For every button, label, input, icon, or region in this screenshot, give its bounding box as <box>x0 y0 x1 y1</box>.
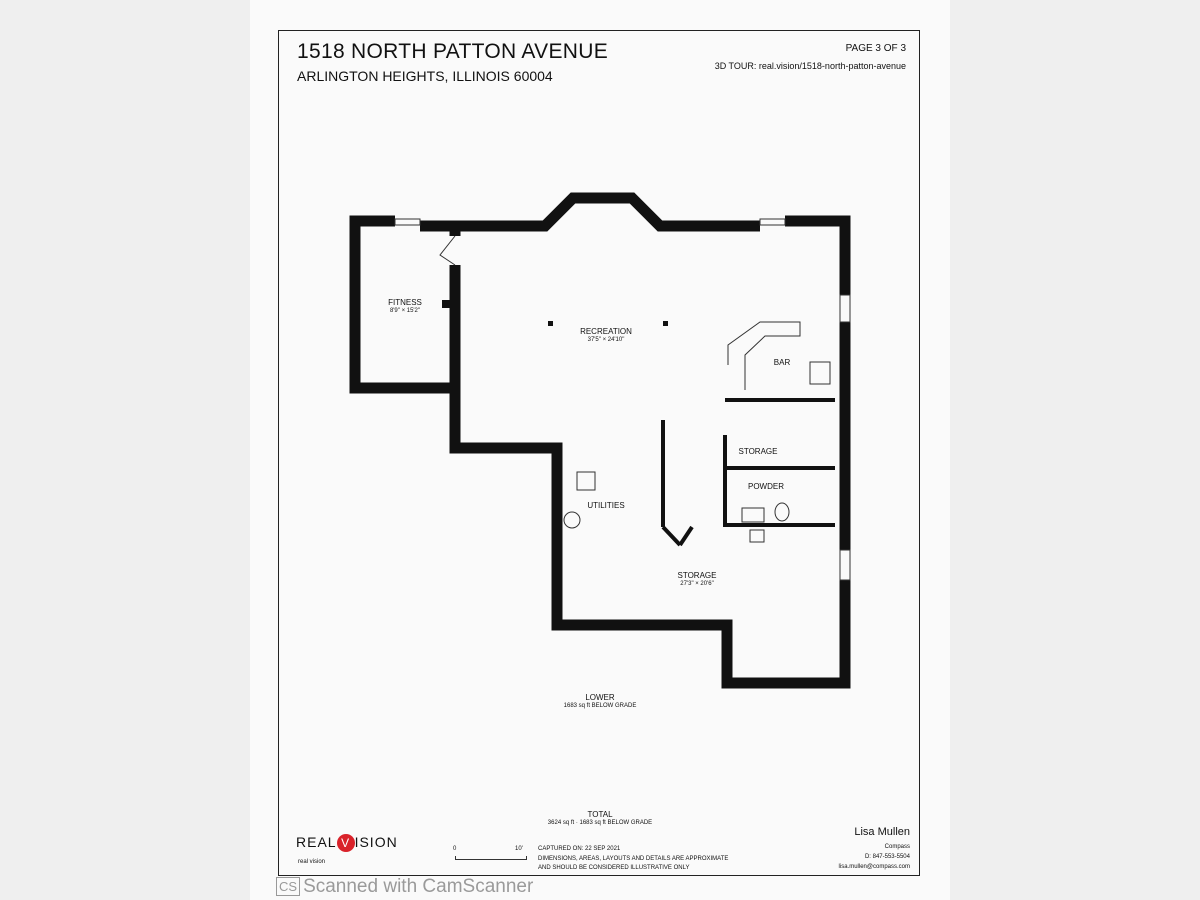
brand-sub: real vision <box>298 859 326 865</box>
wall-outer-left <box>349 215 455 394</box>
camscanner-badge: CS <box>276 877 301 897</box>
scale-start: 0 <box>453 846 457 852</box>
document-page <box>250 0 950 900</box>
agent-email[interactable]: lisa.mullen@compass.com <box>838 864 910 870</box>
agent-phone: D: 847-553-5504 <box>864 854 910 860</box>
capture-date: CAPTURED ON: 22 SEP 2021 <box>538 846 621 852</box>
room-utilities: UTILITIES <box>587 501 625 510</box>
room-bar: BAR <box>773 358 791 367</box>
fixtures <box>394 218 851 581</box>
property-city: ARLINGTON HEIGHTS, ILLINOIS 60004 <box>297 68 553 84</box>
room-storage-small: STORAGE <box>738 447 778 456</box>
scale-end: 10' <box>515 846 523 852</box>
camscanner-text: Scanned with CamScanner <box>303 876 534 897</box>
room-powder: POWDER <box>748 482 784 491</box>
disclaimer-1: DIMENSIONS, AREAS, LAYOUTS AND DETAILS A… <box>538 856 729 862</box>
page-border <box>278 30 920 876</box>
page-number: PAGE 3 OF 3 <box>845 43 906 54</box>
agent-company: Compass <box>884 844 910 850</box>
agent-name: Lisa Mullen <box>854 826 910 838</box>
wall-top <box>420 192 760 232</box>
interior-walls <box>661 398 835 547</box>
property-address: 1518 NORTH PATTON AVENUE <box>297 40 609 63</box>
disclaimer-2: AND SHOULD BE CONSIDERED ILLUSTRATIVE ON… <box>538 865 690 871</box>
tour-link[interactable]: 3D TOUR: real.vision/1518-north-patton-a… <box>714 61 906 71</box>
scale-bar <box>455 856 527 860</box>
wall-top-right <box>785 215 851 295</box>
wall-right-lower <box>449 265 851 689</box>
